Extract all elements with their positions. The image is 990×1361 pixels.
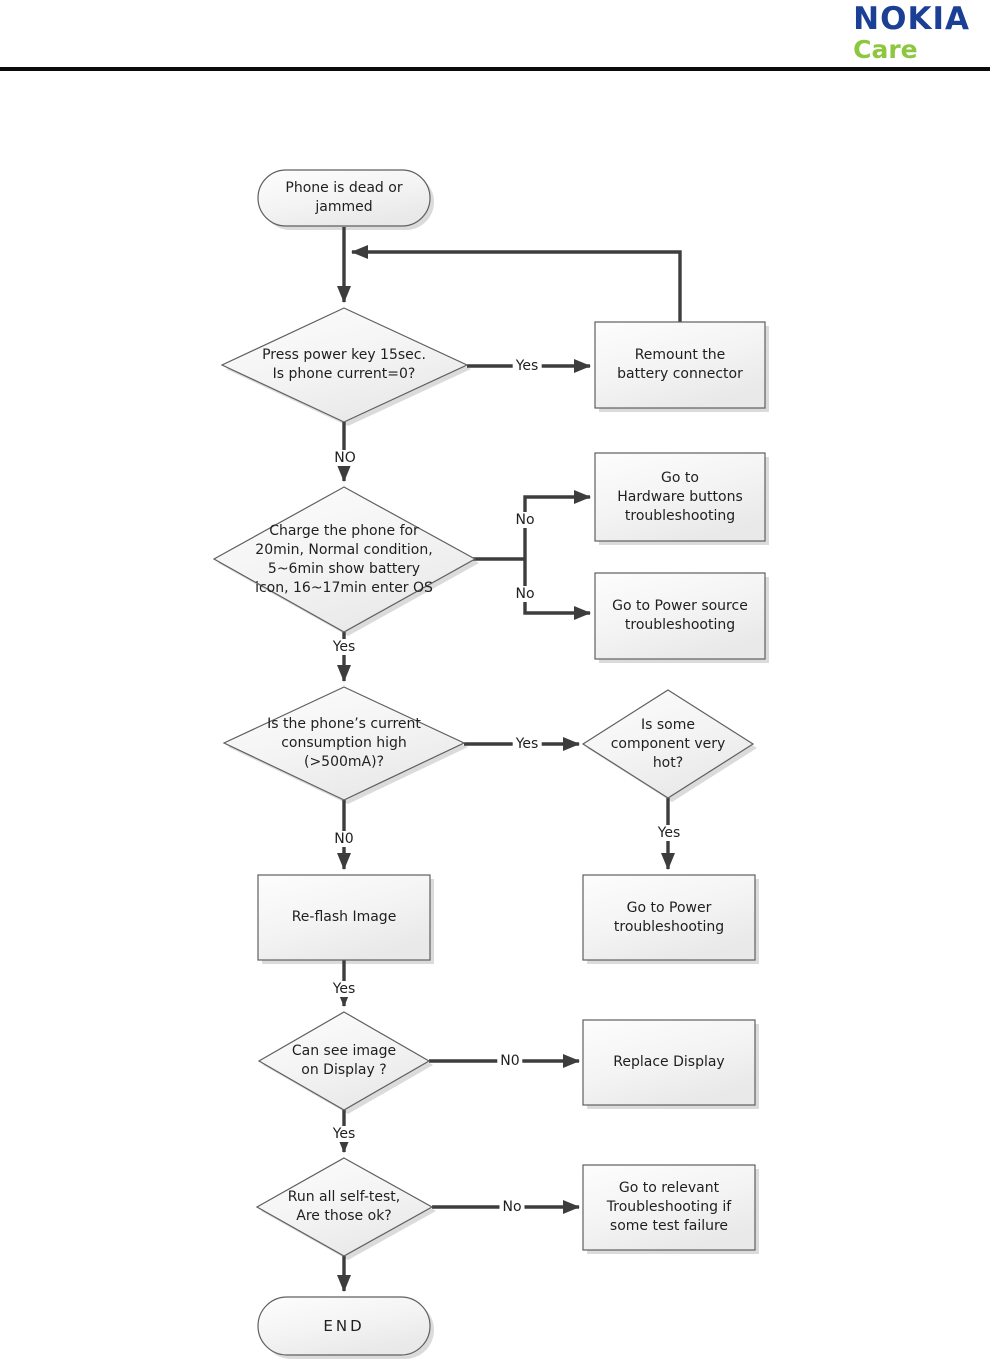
- reflash-process-shape: [257, 874, 431, 961]
- flow-shapes: [212, 169, 766, 1356]
- selftest-decision-shape: [255, 1157, 434, 1257]
- relevant-ts-process-shape: [582, 1164, 756, 1251]
- edge-label-no-charge-top: No: [512, 512, 538, 528]
- power-ts-process-shape: [582, 874, 756, 961]
- edge-label-yes-hot: Yes: [654, 825, 684, 841]
- edge-label-yes-reflash: Yes: [329, 981, 359, 997]
- nokia-care-logo: NOKIA Care: [853, 1, 970, 64]
- current-decision-shape: [222, 686, 466, 801]
- hw-buttons-process-shape: [594, 452, 766, 542]
- edge-label-yes-current: Yes: [512, 736, 542, 752]
- edge-charge-no-bottom: [523, 559, 591, 620]
- edge-label-no-powerkey: NO: [331, 450, 359, 466]
- start-terminator-shape: [257, 169, 431, 227]
- end-terminator-shape: [257, 1296, 431, 1356]
- display-decision-shape: [257, 1011, 431, 1111]
- edge-label-no-display: N0: [497, 1053, 523, 1069]
- header-divider: [0, 67, 990, 71]
- replace-display-process-shape: [582, 1019, 756, 1106]
- nokia-logo-text: NOKIA: [853, 1, 970, 37]
- edge-label-yes-powerkey: Yes: [512, 358, 542, 374]
- edge-remount-loopback: [351, 245, 682, 322]
- edge-label-no-charge-bottom: No: [512, 586, 538, 602]
- remount-process-shape: [594, 321, 766, 409]
- edge-charge-no-top: [523, 490, 591, 559]
- edge-label-yes-display: Yes: [329, 1126, 359, 1142]
- edge-label-yes-charge: Yes: [329, 639, 359, 655]
- hot-decision-shape: [581, 689, 755, 799]
- care-logo-text: Care: [853, 35, 918, 64]
- powerkey-decision-shape: [220, 307, 469, 423]
- power-source-process-shape: [594, 572, 766, 660]
- edge-label-no-selftest: No: [499, 1199, 525, 1215]
- charge-decision-shape: [212, 486, 477, 633]
- edge-label-no-current: N0: [331, 831, 357, 847]
